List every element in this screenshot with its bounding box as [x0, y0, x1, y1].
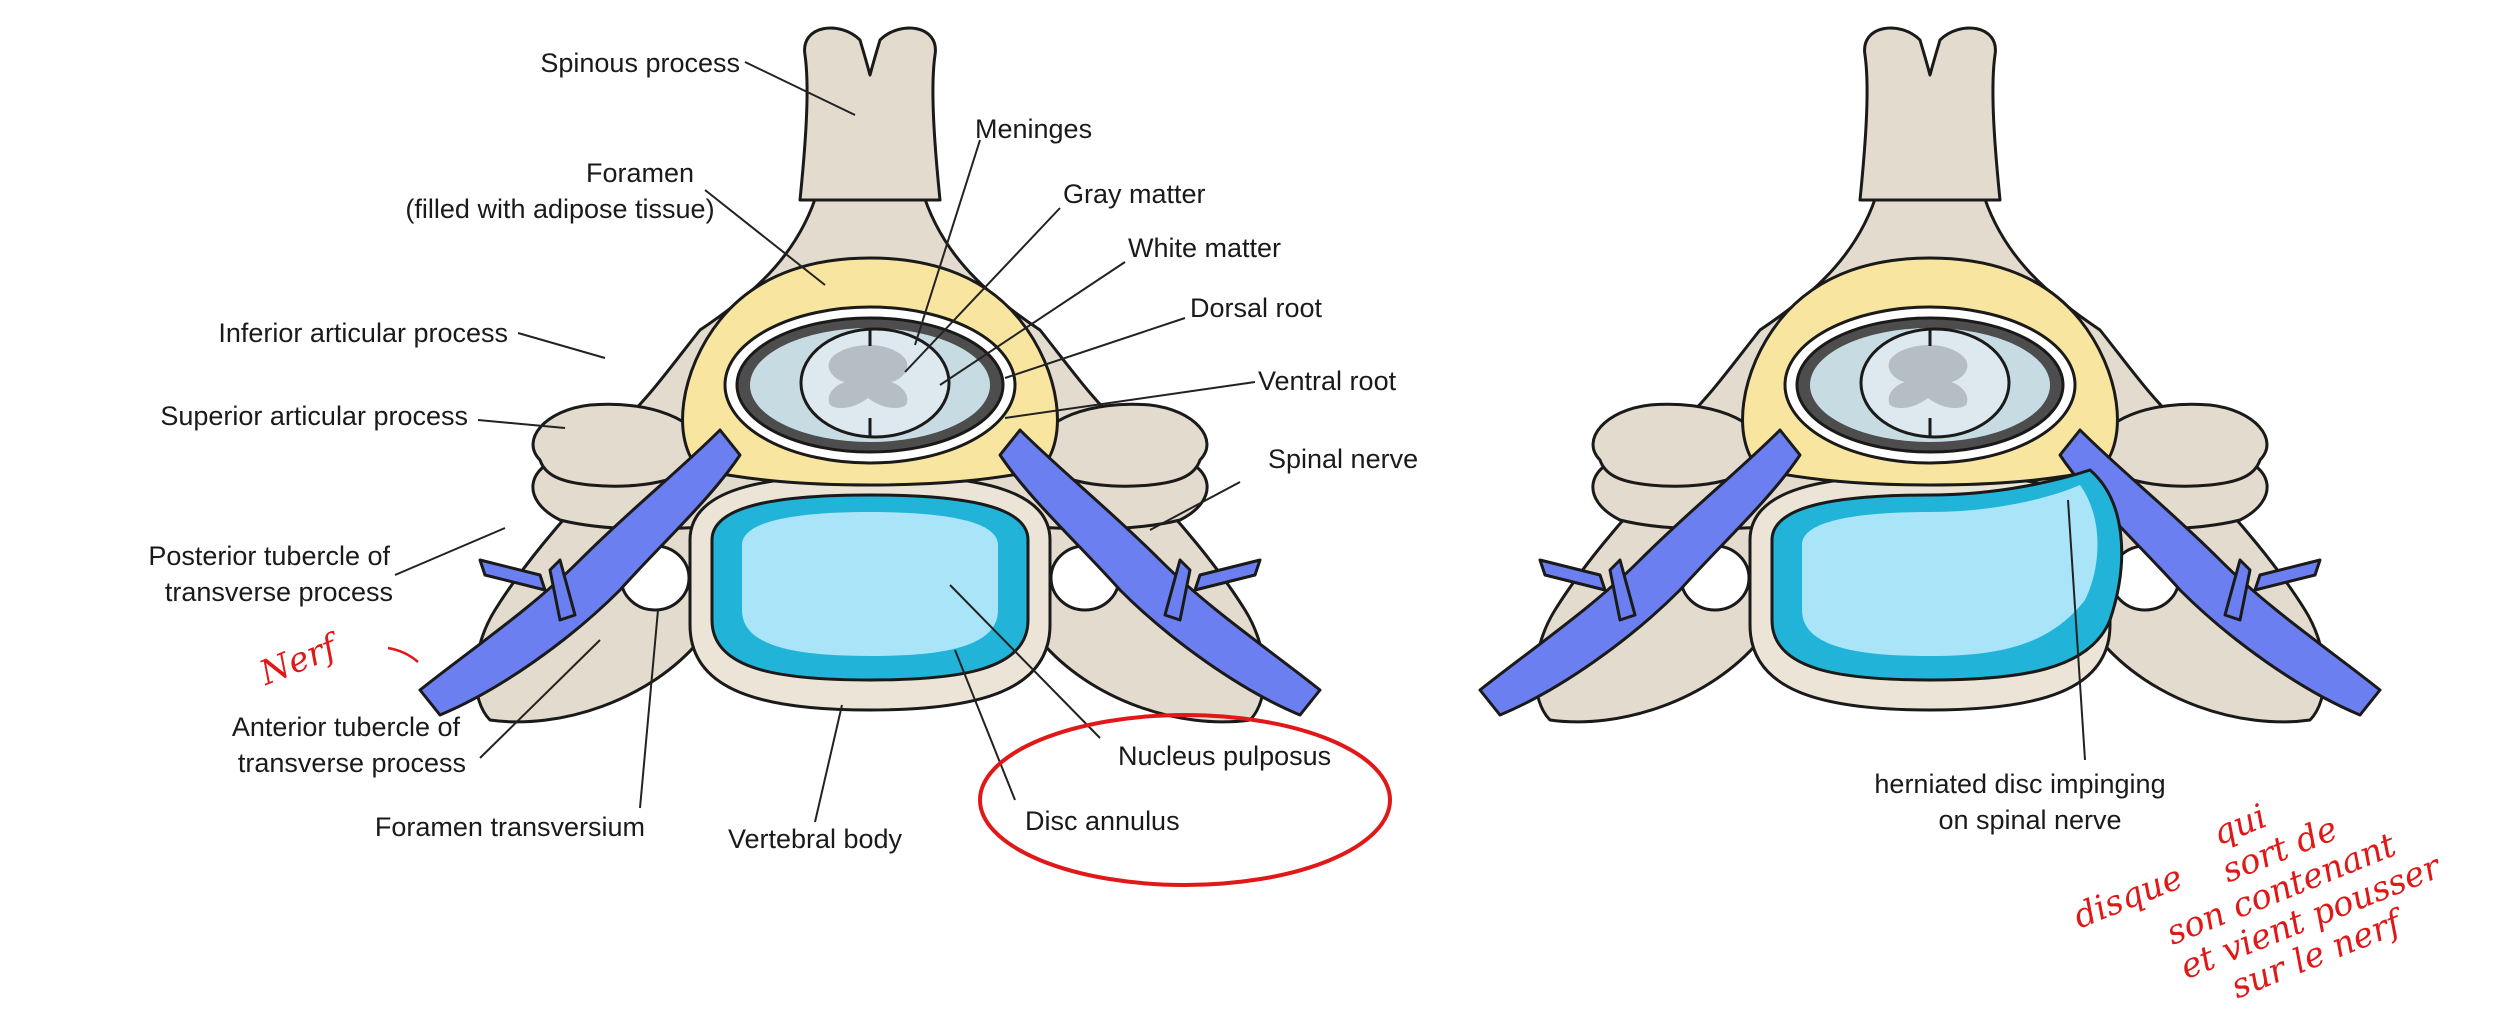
label-ventral-root: Ventral root: [1258, 366, 1397, 396]
label-herniated-disc: herniated disc impinging: [1874, 769, 2165, 799]
label-white-matter: White matter: [1128, 233, 1281, 263]
label-foramen-note: (filled with adipose tissue): [405, 194, 714, 224]
label-anterior-tubercle: Anterior tubercle of: [232, 712, 461, 742]
left-vertebra-illustration: [418, 26, 1322, 724]
label-posterior-tubercle: Posterior tubercle of: [148, 541, 390, 571]
label-foramen-transversium: Foramen transversium: [375, 812, 645, 842]
label-superior-articular-process: Superior articular process: [160, 401, 468, 431]
label-meninges: Meninges: [975, 114, 1092, 144]
herniation-leader-line: [2067, 499, 2086, 761]
annotation-circle: [978, 713, 1392, 887]
left-leader-lines: [394, 61, 1256, 823]
label-spinal-nerve: Spinal nerve: [1268, 444, 1418, 474]
left-nucleus-pulposus: [742, 512, 998, 656]
label-gray-matter: Gray matter: [1063, 179, 1206, 209]
label-disc-annulus: Disc annulus: [1025, 806, 1180, 836]
right-herniated-nucleus: [1802, 485, 2098, 656]
label-anterior-tubercle-2: transverse process: [238, 748, 466, 778]
annotation-tick: [387, 646, 419, 663]
label-nucleus-pulposus: Nucleus pulposus: [1118, 741, 1331, 771]
label-inferior-articular-process: Inferior articular process: [218, 318, 508, 348]
label-herniated-disc-2: on spinal nerve: [1938, 805, 2121, 835]
label-dorsal-root: Dorsal root: [1190, 293, 1323, 323]
label-spinous-process: Spinous process: [540, 48, 740, 78]
label-foramen: Foramen: [586, 158, 694, 188]
label-vertebral-body: Vertebral body: [728, 824, 903, 854]
right-vertebra-illustration: [1478, 26, 2382, 724]
handwritten-nerf: Nerf: [253, 625, 347, 694]
label-posterior-tubercle-2: transverse process: [165, 577, 393, 607]
